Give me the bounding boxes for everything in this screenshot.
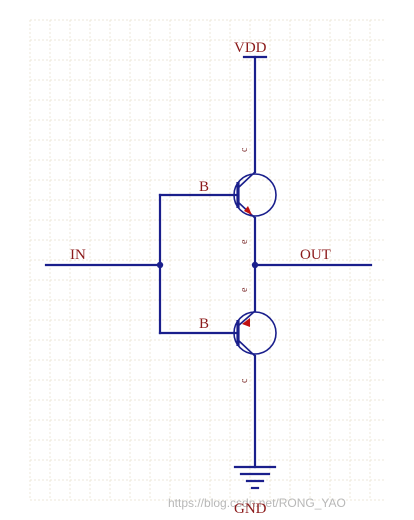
input-junction-dot bbox=[156, 261, 164, 269]
base-label-bottom: B bbox=[199, 316, 209, 332]
out-label: OUT bbox=[300, 247, 331, 263]
output-junction-dot bbox=[251, 261, 259, 269]
emitter-pin-label-bottom: e bbox=[239, 287, 250, 292]
emitter-arrow-bottom bbox=[242, 318, 250, 327]
in-label: IN bbox=[70, 247, 86, 263]
npn-transistor-top bbox=[233, 171, 277, 219]
gnd-label: GND bbox=[234, 501, 267, 517]
collector-pin-label-bottom: c bbox=[239, 378, 250, 383]
collector-pin-label-top: c bbox=[239, 147, 250, 152]
collector-lead-bottom bbox=[237, 339, 256, 357]
gnd-symbol bbox=[233, 465, 277, 490]
emitter-pin-label-top: e bbox=[239, 239, 250, 244]
emitter-arrow-top bbox=[244, 206, 252, 215]
base-label-top: B bbox=[199, 179, 209, 195]
vdd-label: VDD bbox=[234, 40, 267, 56]
watermark-text: https://blog.csdn.net/RONG_YAO bbox=[168, 496, 346, 510]
vdd-power-symbol bbox=[242, 55, 268, 174]
emitter-lead-bottom bbox=[237, 310, 256, 327]
collector-lead-top bbox=[237, 171, 256, 189]
background-grid bbox=[29, 19, 384, 501]
